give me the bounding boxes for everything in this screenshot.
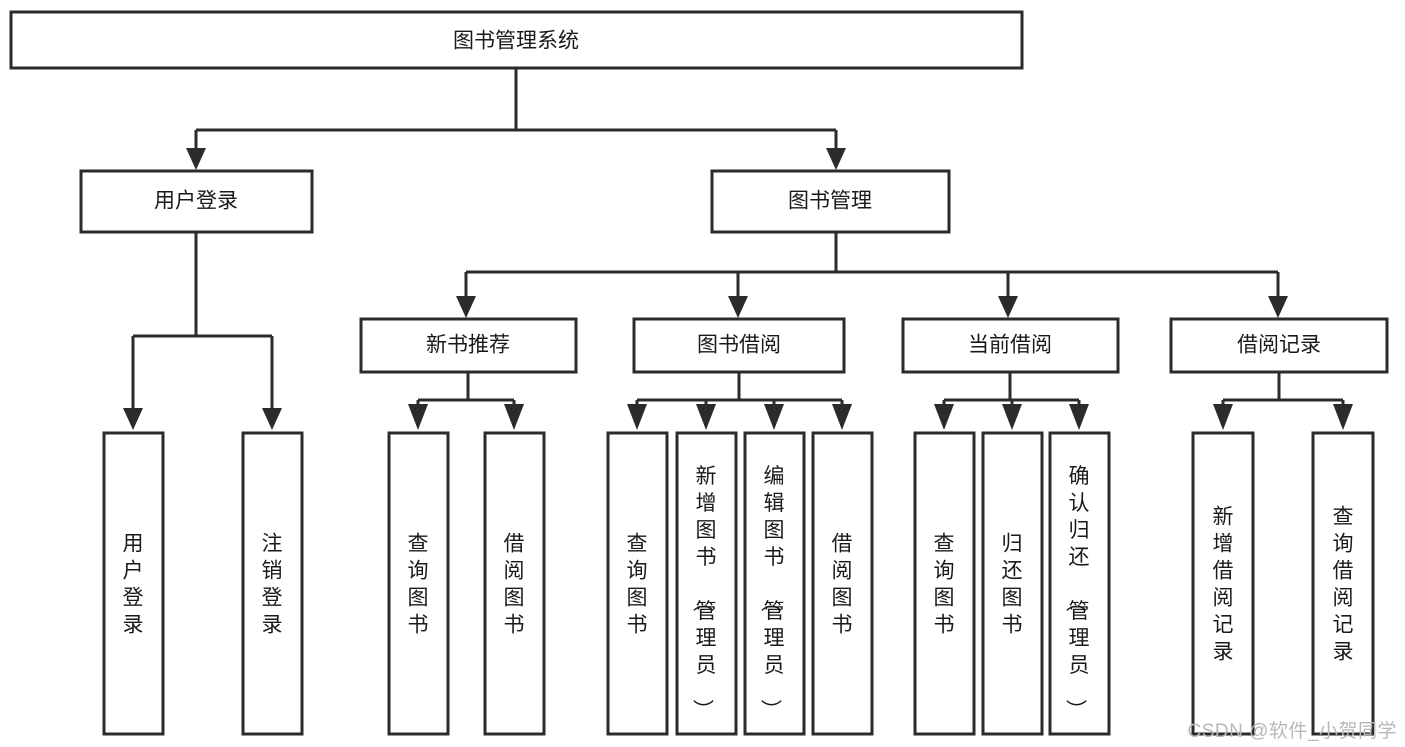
node-leaf-query-book-2-label: 查询图书 (627, 533, 648, 637)
arrow-to-leaf-query-record (1333, 404, 1353, 430)
node-book-borrow[interactable]: 图书借阅 (632, 317, 846, 374)
node-leaf-edit-book-label: 编辑图书（管理员） (759, 465, 785, 720)
node-leaf-query-record-label: 查询借阅记录 (1333, 506, 1354, 664)
node-leaf-add-record[interactable]: 新增借阅记录 (1191, 431, 1255, 736)
node-leaf-confirm-return[interactable]: 确认归还（管理员） (1048, 431, 1111, 736)
node-leaf-borrow-book-2-box[interactable] (811, 431, 874, 736)
arrow-to-leaf-query-book-3 (934, 404, 954, 430)
arrow-to-book-manage (826, 148, 846, 170)
node-borrow-record[interactable]: 借阅记录 (1169, 317, 1389, 374)
node-leaf-add-book-box[interactable] (675, 431, 738, 736)
node-leaf-query-book-1[interactable]: 查询图书 (387, 431, 450, 736)
node-borrow-record-label: 借阅记录 (1237, 334, 1321, 357)
node-leaf-return-book[interactable]: 归还图书 (981, 431, 1044, 736)
node-leaf-confirm-return-box[interactable] (1048, 431, 1111, 736)
node-user-login-box[interactable] (79, 169, 314, 234)
arrow-to-leaf-confirm-return (1069, 404, 1089, 430)
node-book-manage[interactable]: 图书管理 (710, 169, 951, 234)
node-leaf-query-book-1-box[interactable] (387, 431, 450, 736)
node-leaf-confirm-return-label: 确认归还（管理员） (1064, 465, 1090, 720)
arrow-to-leaf-return-book (1002, 404, 1022, 430)
node-leaf-add-book[interactable]: 新增图书（管理员） (675, 431, 738, 736)
node-leaf-edit-book-box[interactable] (743, 431, 806, 736)
node-leaf-return-book-label: 归还图书 (1002, 533, 1023, 637)
node-root-label: 图书管理系统 (453, 30, 579, 53)
node-leaf-query-record-box[interactable] (1311, 431, 1375, 736)
connector-layer (123, 68, 1353, 430)
node-leaf-query-book-3[interactable]: 查询图书 (913, 431, 976, 736)
csdn-watermark: CSDN @软件_小贺同学 (1187, 721, 1397, 742)
node-current-borrow-box[interactable] (901, 317, 1120, 374)
node-leaf-query-book-2[interactable]: 查询图书 (606, 431, 669, 736)
node-new-book-rec[interactable]: 新书推荐 (359, 317, 578, 374)
arrow-to-leaf-borrow-book-1 (504, 404, 524, 430)
node-borrow-record-box[interactable] (1169, 317, 1389, 374)
node-book-borrow-box[interactable] (632, 317, 846, 374)
arrow-to-book-borrow (728, 296, 748, 318)
arrow-to-leaf-add-record (1213, 404, 1233, 430)
arrow-to-current-borrow (998, 296, 1018, 318)
node-leaf-borrow-book-2-label: 借阅图书 (832, 533, 853, 637)
node-new-book-rec-box[interactable] (359, 317, 578, 374)
arrow-to-leaf-edit-book (764, 404, 784, 430)
arrow-to-leaf-query-book-1 (408, 404, 428, 430)
node-leaf-query-record[interactable]: 查询借阅记录 (1311, 431, 1375, 736)
node-leaf-user-login-label: 用户登录 (123, 533, 144, 637)
node-book-manage-box[interactable] (710, 169, 951, 234)
node-leaf-query-book-3-label: 查询图书 (934, 533, 955, 637)
node-leaf-user-login-box[interactable] (102, 431, 165, 736)
node-leaf-logout-login-box[interactable] (241, 431, 304, 736)
node-root-box[interactable] (9, 10, 1024, 70)
node-root[interactable]: 图书管理系统 (9, 10, 1024, 70)
node-new-book-rec-label: 新书推荐 (426, 334, 510, 357)
node-leaf-add-record-label: 新增借阅记录 (1213, 506, 1234, 664)
node-leaf-query-book-2-box[interactable] (606, 431, 669, 736)
node-leaf-edit-book[interactable]: 编辑图书（管理员） (743, 431, 806, 736)
node-leaf-logout-login[interactable]: 注销登录 (241, 431, 304, 736)
node-leaf-borrow-book-2[interactable]: 借阅图书 (811, 431, 874, 736)
node-leaf-logout-login-label: 注销登录 (262, 533, 283, 637)
arrow-to-new-book-rec (456, 296, 476, 318)
node-leaf-borrow-book-1[interactable]: 借阅图书 (483, 431, 546, 736)
node-leaf-add-record-box[interactable] (1191, 431, 1255, 736)
arrow-to-leaf-logout-login (262, 408, 282, 430)
node-leaf-user-login[interactable]: 用户登录 (102, 431, 165, 736)
arrow-to-leaf-query-book-2 (627, 404, 647, 430)
arrow-to-leaf-borrow-book-2 (832, 404, 852, 430)
node-user-login[interactable]: 用户登录 (79, 169, 314, 234)
node-leaf-borrow-book-1-label: 借阅图书 (504, 533, 525, 637)
node-leaf-borrow-book-1-box[interactable] (483, 431, 546, 736)
arrow-to-user-login (186, 148, 206, 170)
node-book-borrow-label: 图书借阅 (697, 334, 781, 357)
arrow-to-leaf-user-login (123, 408, 143, 430)
node-leaf-query-book-1-label: 查询图书 (408, 533, 429, 637)
node-current-borrow[interactable]: 当前借阅 (901, 317, 1120, 374)
node-leaf-query-book-3-box[interactable] (913, 431, 976, 736)
node-book-manage-label: 图书管理 (788, 190, 872, 213)
node-leaf-return-book-box[interactable] (981, 431, 1044, 736)
node-leaf-add-book-label: 新增图书（管理员） (691, 465, 717, 720)
node-user-login-label: 用户登录 (154, 190, 238, 213)
arrow-to-leaf-add-book (696, 404, 716, 430)
arrow-to-borrow-record (1268, 296, 1288, 318)
node-current-borrow-label: 当前借阅 (968, 334, 1052, 357)
